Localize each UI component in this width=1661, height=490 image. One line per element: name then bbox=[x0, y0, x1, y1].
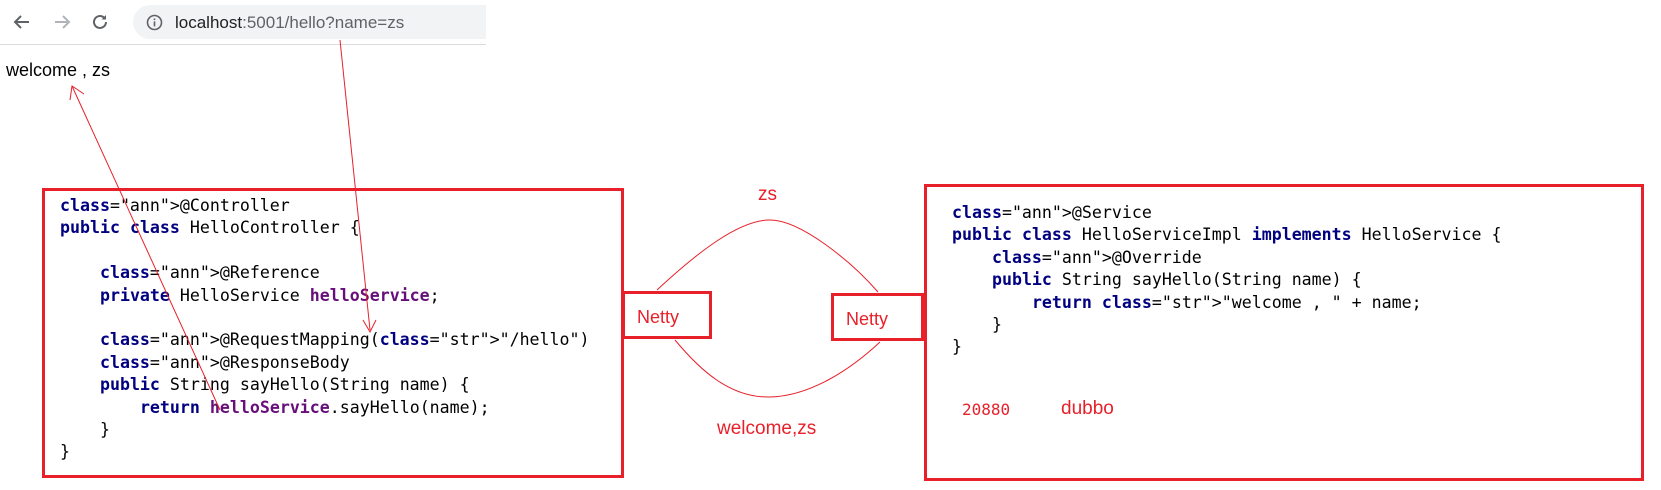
url-host: localhost bbox=[175, 13, 243, 32]
address-bar[interactable]: localhost:5001/hello?name=zs bbox=[133, 5, 486, 39]
code-line: } bbox=[952, 337, 962, 357]
request-label: zs bbox=[758, 184, 777, 205]
code-line: } bbox=[952, 315, 1002, 335]
code-line: return class="str">"welcome , " + name; bbox=[1031, 292, 1422, 312]
code-line: ​ bbox=[60, 240, 590, 262]
code-line: return helloService.sayHello(name); bbox=[139, 397, 490, 417]
code-line: public class HelloServiceImpl implements… bbox=[952, 225, 1502, 245]
code-line: class="ann">@ResponseBody bbox=[99, 352, 350, 372]
info-icon[interactable] bbox=[146, 14, 163, 31]
netty-provider-box: Netty bbox=[831, 293, 924, 341]
code-line: class="ann">@Service bbox=[952, 203, 1152, 222]
reload-button[interactable] bbox=[86, 8, 114, 36]
protocol-label: dubbo bbox=[1061, 398, 1114, 419]
return-to-output-arrowhead bbox=[69, 85, 85, 101]
request-curve bbox=[656, 219, 879, 293]
code-line: public class HelloController { bbox=[60, 218, 360, 238]
page-response-text: welcome , zs bbox=[6, 60, 111, 80]
netty-consumer-label: Netty bbox=[637, 307, 680, 327]
arrow-left-icon bbox=[13, 15, 29, 29]
port-label: 20880 bbox=[962, 400, 1011, 419]
browser-toolbar: localhost:5001/hello?name=zs bbox=[0, 0, 486, 45]
netty-provider-label: Netty bbox=[846, 309, 889, 329]
netty-consumer-box: Netty bbox=[622, 291, 712, 339]
response-curve bbox=[674, 339, 881, 398]
provider-code-box: class="ann">@Service public class HelloSe… bbox=[924, 184, 1644, 481]
code-line: } bbox=[60, 420, 110, 440]
code-line: ​ bbox=[60, 307, 590, 329]
code-line: class="ann">@Override bbox=[991, 247, 1202, 267]
code-line: class="ann">@RequestMapping(class="str">… bbox=[99, 330, 590, 350]
response-label: welcome,zs bbox=[717, 418, 817, 439]
code-line: private HelloService helloService; bbox=[99, 285, 440, 305]
code-line: class="ann">@Controller bbox=[60, 196, 290, 215]
url-text: localhost:5001/hello?name=zs bbox=[175, 13, 404, 33]
reload-icon bbox=[93, 14, 107, 29]
code-line: public String sayHello(String name) { bbox=[991, 270, 1362, 290]
back-button[interactable] bbox=[8, 8, 36, 36]
provider-code: class="ann">@Service public class HelloSe… bbox=[952, 202, 1502, 359]
consumer-code: class="ann">@Controller public class Hell… bbox=[60, 195, 590, 464]
code-line: class="ann">@Reference bbox=[99, 263, 320, 283]
arrow-right-icon bbox=[55, 15, 71, 29]
code-line: } bbox=[60, 442, 70, 462]
forward-button[interactable] bbox=[48, 8, 76, 36]
consumer-code-box: class="ann">@Controller public class Hell… bbox=[42, 188, 624, 478]
code-line: public String sayHello(String name) { bbox=[99, 375, 470, 395]
url-path: :5001/hello?name=zs bbox=[242, 13, 405, 32]
